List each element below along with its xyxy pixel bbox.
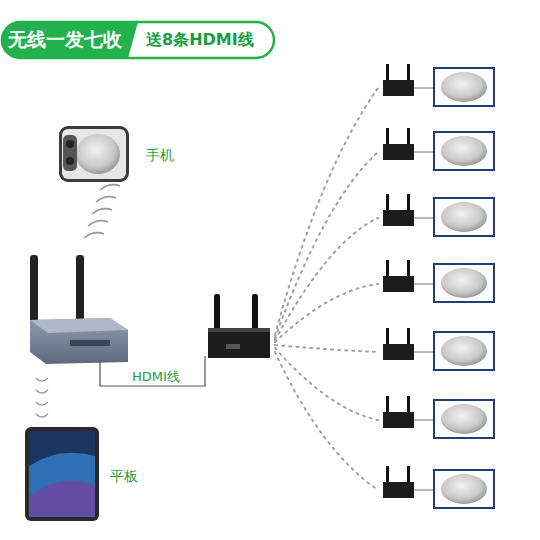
device-label: 平板 [110,468,138,486]
tablet-device-shape [24,426,100,522]
title-text: 无线一发七收 [8,27,122,53]
receiver-monitors [383,64,494,508]
tablet-device: 平板 [24,426,100,522]
badge-note: 送8条HDMI线 [146,30,254,51]
hdmi-wire [100,356,205,386]
wire-label: HDMI线 [132,368,180,386]
phone-device-shape [58,125,130,183]
receiver-hub [208,294,270,358]
device-label: 手机 [146,147,174,165]
phone-device: 手机 [58,125,130,183]
title-badge [2,22,274,58]
transmitter [30,255,128,364]
wireless-waves [275,88,378,490]
wireless-waves [36,185,120,417]
